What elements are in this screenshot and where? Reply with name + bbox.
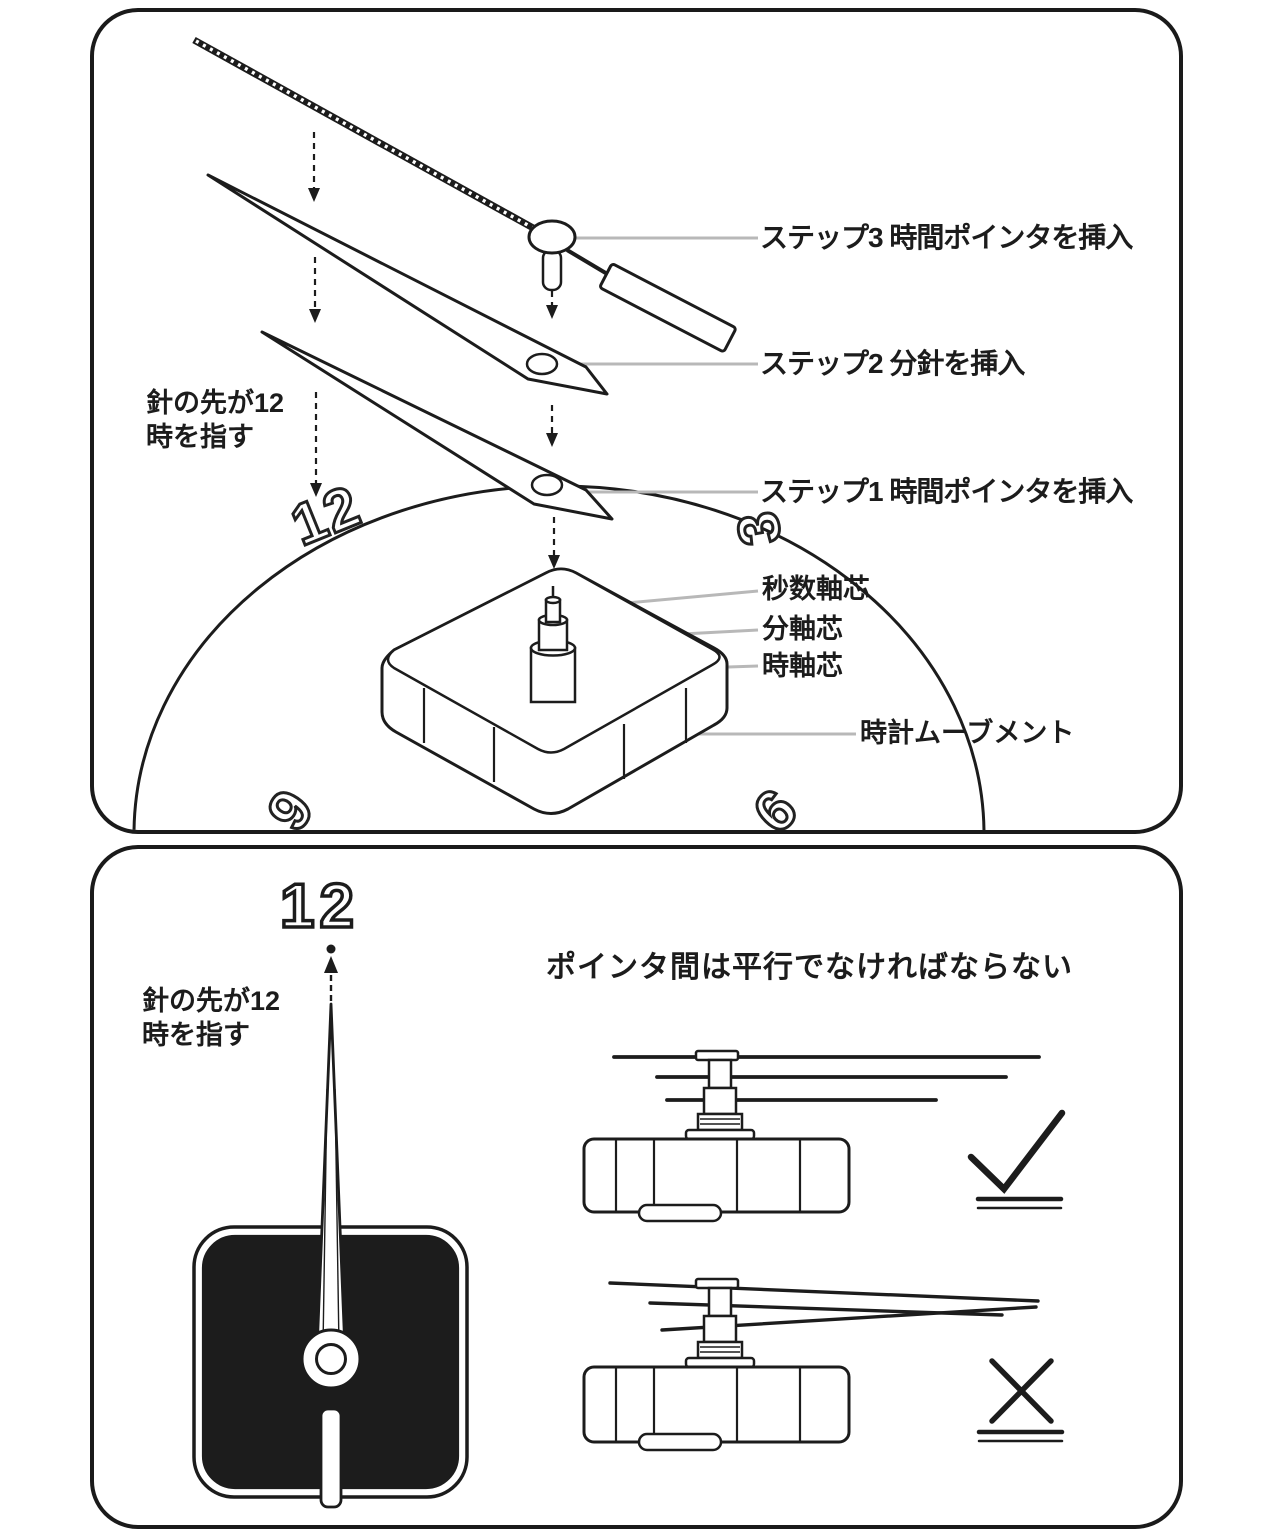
incorrect-shaft bbox=[684, 1277, 756, 1369]
panel-alignment-check: 12 針の先が12 時を指す ポインタ間は平行でなければならない bbox=[90, 845, 1183, 1529]
lower-hand bbox=[319, 1387, 343, 1509]
cross-mark bbox=[976, 1358, 1065, 1443]
check-mark bbox=[967, 1109, 1066, 1210]
incorrect-body bbox=[582, 1365, 851, 1452]
correct-assembly bbox=[582, 1049, 1066, 1223]
note-line1: 針の先が12 bbox=[146, 388, 285, 418]
dial-number-12-bottom: 12 bbox=[278, 870, 359, 943]
panel-assembly-steps: ステップ3 時間ポインタを挿入 ステップ2 分針を挿入 ステップ1 時間ポインタ… bbox=[90, 8, 1183, 834]
correct-body bbox=[582, 1137, 851, 1223]
label-movement: 時計ムーブメント bbox=[860, 718, 1075, 748]
note-parallel-requirement: ポインタ間は平行でなければならない bbox=[546, 951, 1073, 984]
minute-hand bbox=[206, 173, 609, 396]
label-second-shaft: 秒数軸芯 bbox=[762, 574, 870, 604]
hour-hand bbox=[260, 330, 614, 521]
assembly-diagram-art bbox=[132, 36, 986, 830]
alignment-diagram-art bbox=[192, 944, 1066, 1509]
label-step1: ステップ1 時間ポインタを挿入 bbox=[760, 476, 1133, 507]
note-line1: 針の先が12 bbox=[142, 986, 281, 1016]
note-point-to-12-bottom: 針の先が12 時を指す bbox=[142, 985, 280, 1053]
incorrect-assembly bbox=[582, 1277, 1065, 1452]
movement-shaft bbox=[529, 586, 577, 704]
label-hour-shaft: 時軸芯 bbox=[762, 651, 843, 681]
label-step2: ステップ2 分針を挿入 bbox=[760, 348, 1025, 379]
second-hand bbox=[192, 36, 737, 353]
correct-shaft bbox=[684, 1049, 756, 1141]
note-line2: 時を指す bbox=[146, 421, 254, 452]
label-step3: ステップ3 時間ポインタを挿入 bbox=[760, 222, 1133, 253]
note-line2: 時を指す bbox=[142, 1019, 250, 1050]
arrow-to-12 bbox=[324, 944, 338, 1002]
note-point-to-12: 針の先が12 時を指す bbox=[146, 387, 284, 455]
label-minute-shaft: 分軸芯 bbox=[762, 614, 843, 644]
upright-hand bbox=[300, 1002, 362, 1390]
